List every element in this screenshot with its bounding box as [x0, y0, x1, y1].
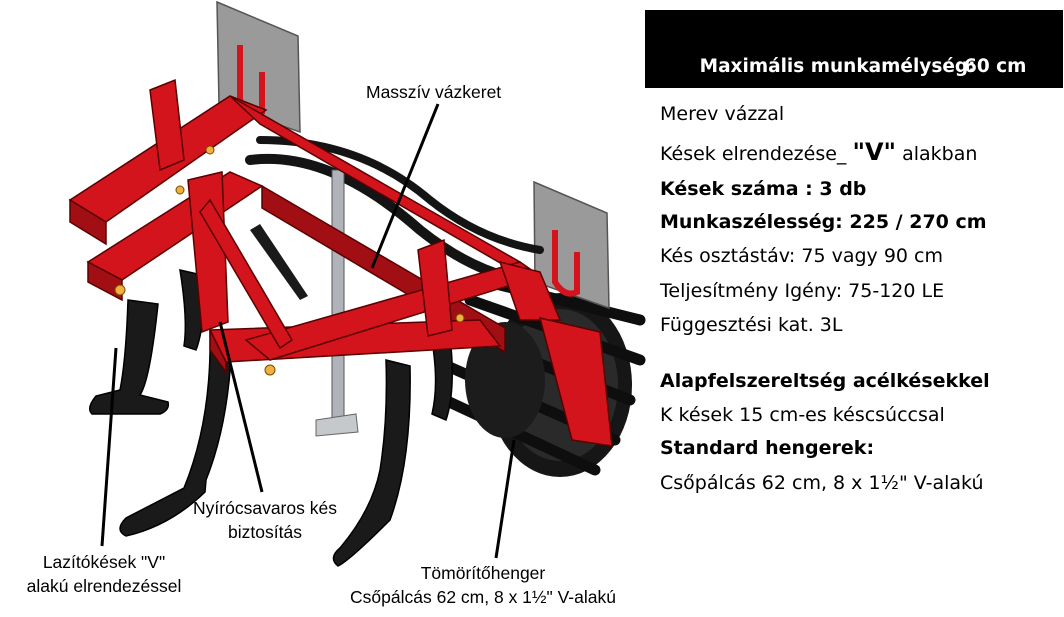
frame-height-label: Vázgerendely magassága:	[699, 149, 973, 170]
callout-frame: Masszív vázkeret	[366, 82, 502, 102]
arrangement-v: "V"	[852, 138, 897, 166]
equipment-knives: K kések 15 cm-es késcsúccsal	[660, 404, 945, 426]
feature-frame: Merev vázzal	[660, 103, 785, 125]
feature-width: Munkaszélesség: 225 / 270 cm	[660, 211, 987, 233]
equipment-rollers-title: Standard hengerek:	[660, 437, 875, 459]
main-frame	[68, 78, 613, 447]
loosening-line2: alakú elrendezéssel	[26, 576, 182, 596]
feature-spacing: Kés osztástáv: 75 vagy 90 cm	[660, 245, 943, 267]
depth-gauge	[315, 169, 359, 437]
feature-hitch: Függesztési kat. 3L	[660, 314, 843, 336]
equipment-title: Alapfelszereltség acélkésekkel	[660, 370, 990, 392]
max-depth-label: Maximális munkamélység:	[699, 56, 976, 77]
feature-count: Kések száma : 3 db	[660, 178, 867, 200]
frame-height-row: Vázgerendely magassága:75 cm	[661, 113, 1063, 206]
arrangement-prefix: Kések elrendezése_	[660, 143, 853, 165]
shear-bolt-line2: biztosítás	[228, 522, 302, 542]
loosening-line1: Lazítókések "V"	[42, 552, 166, 572]
equipment-rollers: Csőpálcás 62 cm, 8 x 1½" V-alakú	[660, 472, 984, 494]
key-specs-box: Maximális munkamélység:60 cm Vázgerendel…	[645, 10, 1063, 170]
roller-line2: Csőpálcás 62 cm, 8 x 1½" V-alakú	[350, 587, 616, 607]
arrangement-suffix: alakban	[896, 143, 978, 165]
bolts	[114, 145, 465, 376]
feature-arrangement: Kések elrendezése_ "V" alakban	[660, 138, 977, 166]
feature-power: Teljesítmény Igény: 75-120 LE	[660, 280, 945, 302]
leader-lines	[100, 103, 516, 559]
hydraulic-cylinder	[250, 224, 308, 300]
frame-height-value: 75 cm	[964, 149, 1027, 170]
callout-roller: Tömörítőhenger Csőpálcás 62 cm, 8 x 1½" …	[330, 561, 636, 609]
callout-loosening-knives: Lazítókések "V" alakú elrendezéssel	[12, 550, 196, 598]
subsoiler-illustration	[68, 0, 646, 567]
shear-bolt-line1: Nyírócsavaros kés	[193, 498, 337, 518]
roller-line1: Tömörítőhenger	[420, 563, 546, 583]
max-depth-row: Maximális munkamélység:60 cm	[661, 20, 1063, 113]
callout-shear-bolt: Nyírócsavaros kés biztosítás	[180, 496, 350, 544]
max-depth-value: 60 cm	[964, 56, 1027, 77]
